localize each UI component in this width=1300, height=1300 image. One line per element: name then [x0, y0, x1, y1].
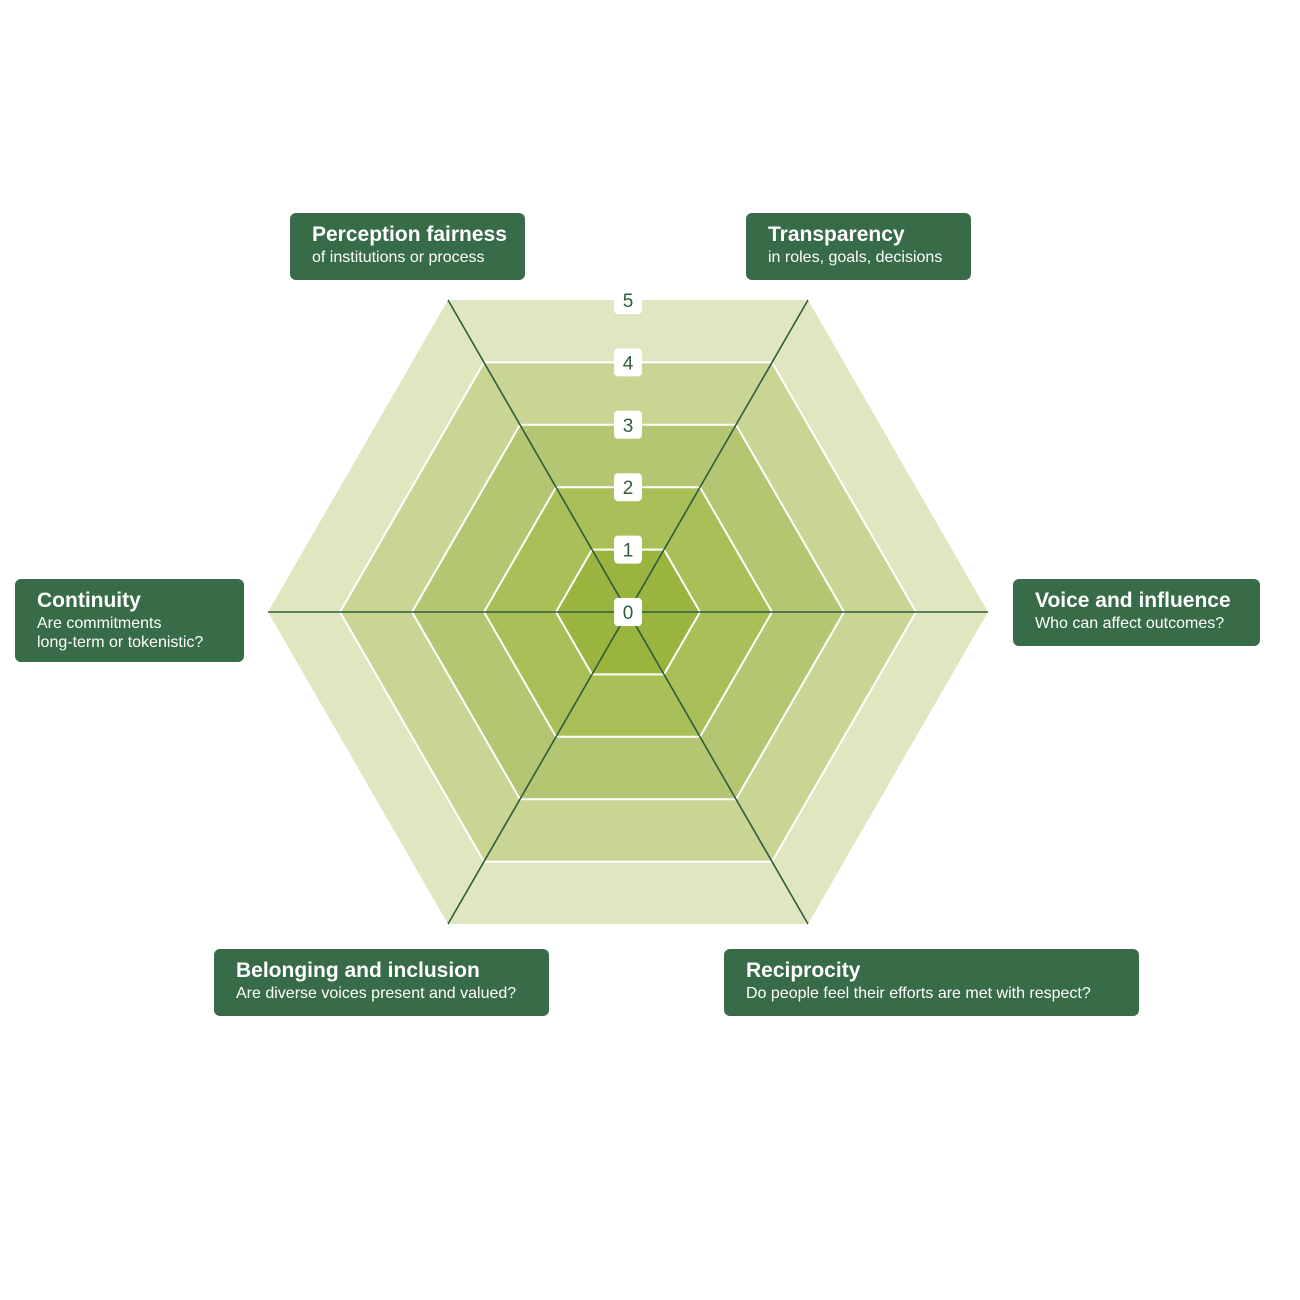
dimension-label-transparency: Transparency in roles, goals, decisions: [746, 213, 971, 280]
scale-tick-label: 0: [623, 603, 634, 624]
scale-tick-badge: [614, 286, 642, 314]
dimension-subtitle: of institutions or process: [312, 249, 485, 266]
dimension-title: Belonging and inclusion: [236, 959, 480, 982]
scale-tick-badge: [614, 535, 642, 564]
dimension-label-voice-and-influence: Voice and influence Who can affect outco…: [1013, 579, 1260, 646]
dimension-label-belonging-and-inclusion: Belonging and inclusion Are diverse voic…: [214, 949, 549, 1016]
scale-tick-badge: [614, 348, 642, 377]
dimension-subtitle: Are diverse voices present and valued?: [236, 985, 517, 1002]
dimension-label-perception-fairness: Perception fairness of institutions or p…: [290, 213, 525, 280]
scale-tick-1: 1: [614, 535, 642, 564]
scale-ticks: 0 1 2 3 4 5: [614, 286, 642, 626]
dimension-subtitle: Do people feel their efforts are met wit…: [746, 985, 1091, 1002]
dimension-title: Transparency: [768, 223, 905, 246]
scale-tick-3: 3: [614, 410, 642, 439]
dimension-title: Voice and influence: [1035, 589, 1231, 612]
dimension-title: Continuity: [37, 589, 141, 612]
dimension-label-continuity: Continuity Are commitments long-term or …: [15, 579, 244, 662]
dimension-title: Reciprocity: [746, 959, 861, 982]
scale-tick-label: 3: [623, 416, 634, 437]
scale-tick-5: 5: [614, 286, 642, 314]
scale-tick-label: 5: [623, 291, 634, 312]
dimension-subtitle: Are commitments long-term or tokenistic?: [37, 615, 204, 651]
scale-tick-badge: [614, 473, 642, 502]
dimension-subtitle: Who can affect outcomes?: [1035, 615, 1225, 632]
dimension-subtitle: in roles, goals, decisions: [768, 249, 943, 266]
scale-tick-label: 4: [623, 353, 634, 374]
scale-tick-badge: [614, 410, 642, 439]
dimension-label-reciprocity: Reciprocity Do people feel their efforts…: [724, 949, 1139, 1016]
dimension-title: Perception fairness: [312, 223, 507, 246]
scale-tick-2: 2: [614, 473, 642, 502]
scale-tick-4: 4: [614, 348, 642, 377]
scale-tick-0: 0: [614, 598, 642, 626]
scale-tick-label: 2: [623, 478, 634, 499]
scale-tick-label: 1: [623, 541, 634, 562]
scale-tick-badge: [614, 598, 642, 626]
